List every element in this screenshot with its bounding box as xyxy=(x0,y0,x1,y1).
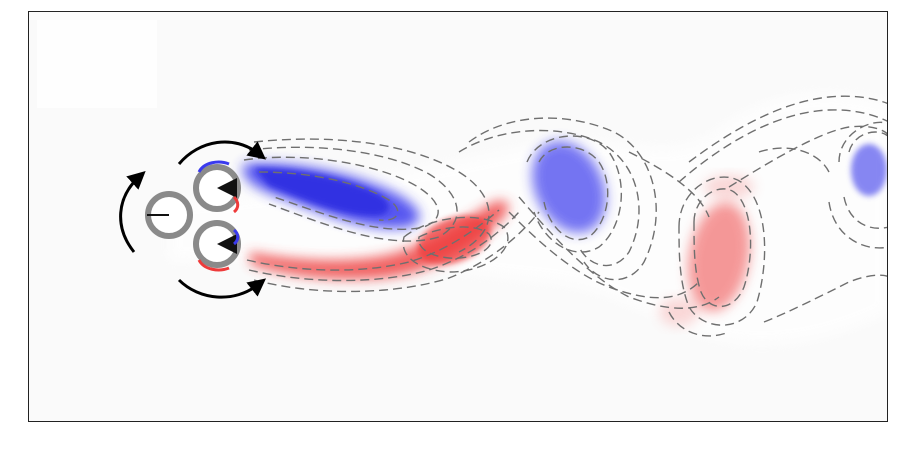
plot-frame xyxy=(28,11,888,422)
bottom-rotation-arrow-icon xyxy=(177,278,267,299)
top-rotation-arrow-icon xyxy=(177,140,267,165)
vorticity-contours xyxy=(243,95,887,337)
cylinder-cluster xyxy=(145,160,241,272)
top-marker-icon xyxy=(217,178,237,198)
negative-vorticity-region xyxy=(243,141,887,233)
bottom-marker-icon xyxy=(217,234,237,254)
rotation-arrows xyxy=(119,140,267,299)
inset-patch xyxy=(37,20,157,108)
positive-vorticity-region xyxy=(249,175,754,326)
vorticity-field xyxy=(37,20,887,345)
front-rotation-arrow-icon xyxy=(119,170,146,253)
